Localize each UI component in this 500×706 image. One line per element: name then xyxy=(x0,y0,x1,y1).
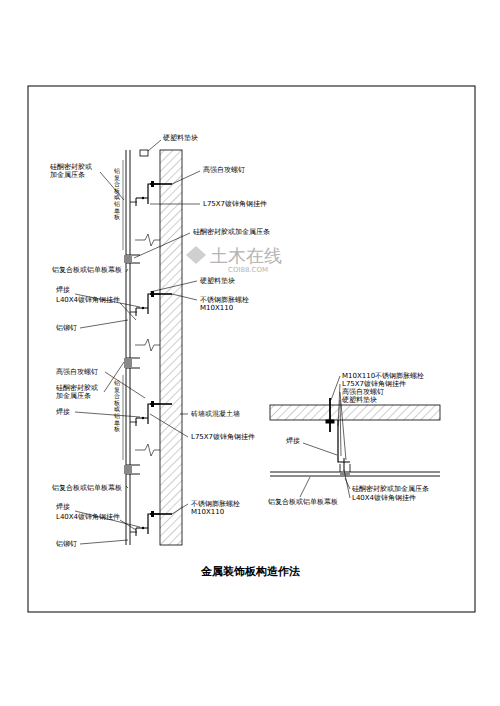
watermark: 土木在线 xyxy=(210,246,282,267)
callout-label: 砖墙或混凝土墙 xyxy=(191,410,240,418)
callout-label: 硬塑料垫块 xyxy=(342,396,377,404)
callout-label: 不锈钢膨胀螺栓 M10X110 xyxy=(200,296,252,312)
callout-label: 硬塑料垫块 xyxy=(200,277,235,285)
callout-label: 硅酮密封胶或加金属压条 xyxy=(56,384,102,400)
callout-label: 焊接 xyxy=(56,408,70,416)
watermark-logo xyxy=(186,246,206,264)
callout-label: 铝铆钉 xyxy=(56,324,77,332)
callout-label: L40X4镀锌角钢挂件 xyxy=(352,494,416,502)
callout-label: 焊接 xyxy=(286,437,300,445)
callout-label: 硬塑料垫块 xyxy=(163,134,198,142)
watermark: COI88.COM xyxy=(228,266,268,274)
callout-label: 高强自攻螺钉 xyxy=(342,388,384,396)
callout-label: 硅酮密封胶或加金属压条 xyxy=(50,163,96,179)
callout-label: 硅酮密封胶或加金属压条 xyxy=(352,485,429,493)
callout-label: L75X7镀锌角钢挂件 xyxy=(342,380,406,388)
callout-label: 高强自攻螺钉 xyxy=(56,368,98,376)
callout-label: 铝复合板或铝单板幕板 xyxy=(268,498,338,506)
callout-label: M10X110不锈钢膨胀螺栓 xyxy=(342,372,424,380)
callout-label: 铝复合板或铝单板幕板 xyxy=(52,484,122,492)
callout-label: L75X7镀锌角钢挂件 xyxy=(191,433,255,441)
callout-label: 铝铆钉 xyxy=(56,540,77,548)
callout-label: L40X4镀锌角钢挂件 xyxy=(56,296,120,304)
callout-label: L75X7镀锌角钢挂件 xyxy=(203,200,267,208)
callout-label: L40X4镀锌角钢挂件 xyxy=(56,513,120,521)
vertical-note: 铝复合板或铝单板 xyxy=(114,168,120,221)
drawing-title: 金属装饰板构造作法 xyxy=(201,566,300,579)
callout-label: 焊接 xyxy=(56,286,70,294)
callout-label: 铝复合板或铝单板幕板 xyxy=(52,266,122,274)
callout-label: 硅酮密封胶或加金属压条 xyxy=(193,228,270,236)
vertical-note: 铝复合板或铝单板 xyxy=(114,380,120,433)
callout-label: 不锈钢膨胀螺栓 M10X110 xyxy=(191,500,243,516)
callout-label: 高强自攻螺钉 xyxy=(203,166,245,174)
callout-label: 焊接 xyxy=(56,503,70,511)
